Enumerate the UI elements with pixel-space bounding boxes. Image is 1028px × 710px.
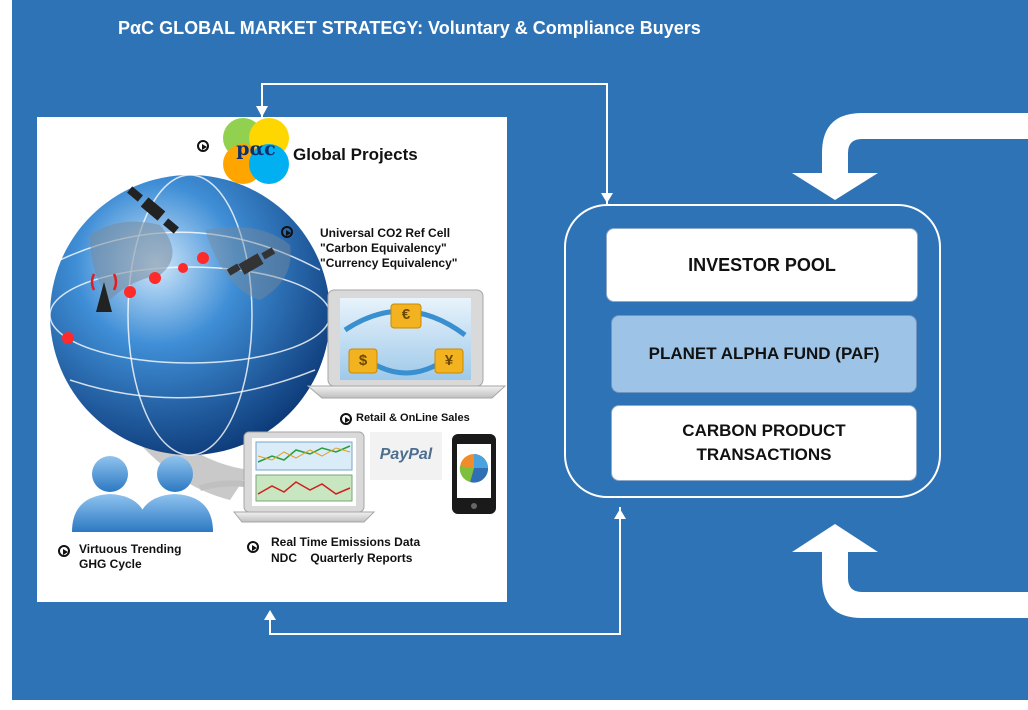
- play-icon[interactable]: [58, 545, 70, 557]
- bottom-curved-arrow: [792, 524, 1028, 618]
- carbon-line: CARBON PRODUCT: [682, 421, 846, 440]
- carbon-equivalency-line: "Carbon Equivalency": [320, 241, 447, 255]
- connector-arrows: [261, 83, 621, 635]
- paypal-logo-text: PayPal: [379, 446, 433, 463]
- ref-cell-line: Universal CO2 Ref Cell: [320, 226, 451, 240]
- laptop-currency-illustration: [306, 289, 507, 399]
- play-icon[interactable]: [197, 140, 209, 152]
- ref-cell-label: Universal CO2 Ref Cell "Carbon Equivalen…: [320, 226, 457, 271]
- ghg-cycle-line: GHG Cycle: [79, 557, 142, 571]
- investor-pool-box[interactable]: INVESTOR POOL: [606, 228, 918, 302]
- planet-alpha-fund-box[interactable]: PLANET ALPHA FUND (PAF): [611, 315, 917, 393]
- ndc-reports-line: NDC Quarterly Reports: [271, 551, 413, 565]
- realtime-data-label: Real Time Emissions Data NDC Quarterly R…: [271, 534, 420, 566]
- play-icon[interactable]: [281, 226, 293, 238]
- global-projects-label: Global Projects: [293, 145, 418, 164]
- virtuous-line: Virtuous Trending: [79, 542, 182, 556]
- tower-icon: [90, 273, 118, 312]
- people-icon: [72, 456, 213, 532]
- transactions-line: TRANSACTIONS: [696, 445, 832, 464]
- paypal-card: [370, 432, 442, 480]
- phone-pie-icon: [452, 434, 496, 514]
- arrowheads: [256, 106, 626, 620]
- laptop-charts-illustration: [199, 431, 376, 523]
- realtime-line: Real Time Emissions Data: [271, 535, 421, 549]
- dollar-symbol: $: [358, 352, 368, 369]
- satellite-icon: [127, 186, 179, 234]
- currency-equivalency-line: "Currency Equivalency": [320, 256, 458, 270]
- retail-sales-label: Retail & OnLine Sales: [356, 412, 470, 424]
- satellite-icon: [226, 247, 276, 276]
- top-curved-arrow: [792, 113, 1028, 200]
- globe-illustration: [49, 174, 331, 500]
- euro-symbol: €: [401, 306, 411, 323]
- play-icon[interactable]: [340, 413, 352, 425]
- logo-text: pαc: [236, 138, 276, 160]
- yen-symbol: ¥: [444, 352, 454, 369]
- play-icon[interactable]: [247, 541, 259, 553]
- carbon-transactions-box[interactable]: CARBON PRODUCT TRANSACTIONS: [611, 405, 917, 481]
- virtuous-cycle-label: Virtuous Trending GHG Cycle: [79, 542, 181, 572]
- pac-logo: [223, 118, 289, 184]
- page-title: PαC GLOBAL MARKET STRATEGY: Voluntary & …: [118, 18, 701, 38]
- right-frame: [564, 204, 941, 498]
